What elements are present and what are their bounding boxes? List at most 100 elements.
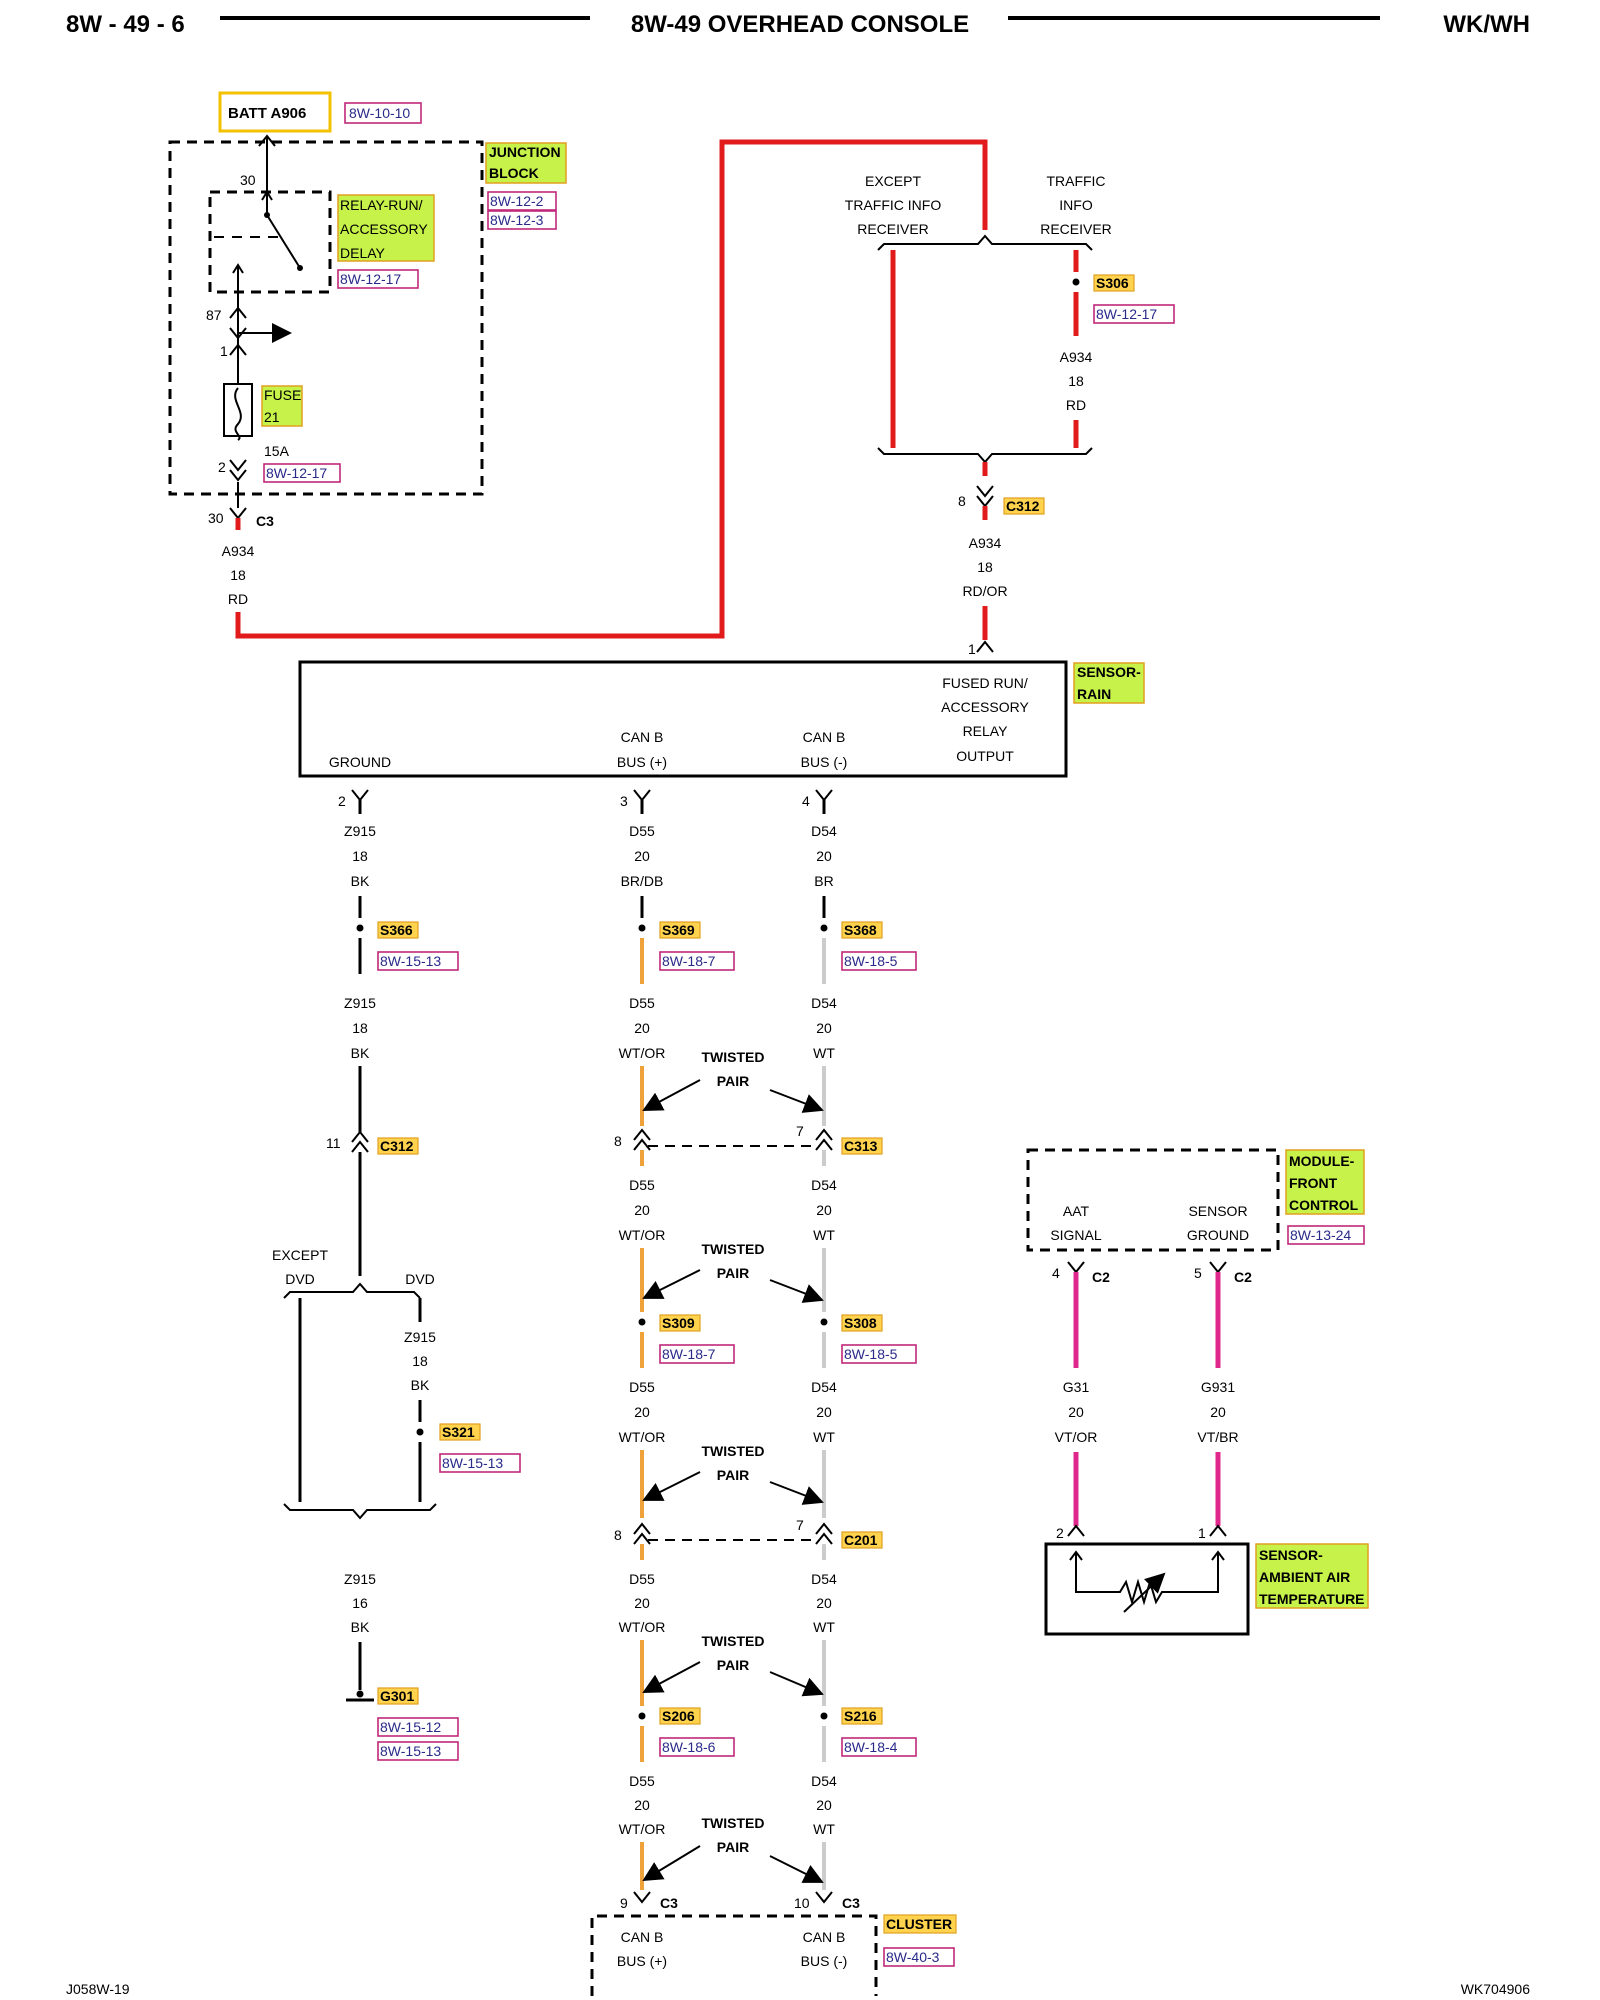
cluster-minus-conn: C3	[842, 1895, 860, 1911]
s306-ref[interactable]: 8W-12-17	[1096, 306, 1157, 322]
c312-ground-connector-b	[351, 1140, 369, 1153]
c313-pin-plus: 8	[614, 1133, 622, 1149]
twisted-arrow-right-d	[769, 1671, 824, 1697]
pin-87-label: 87	[206, 307, 222, 323]
cluster-ref-box	[883, 1947, 955, 1967]
twisted-pair-label-e2: PAIR	[717, 1839, 749, 1855]
c3-pin-label: 30	[208, 510, 224, 526]
pin-2-connector-b	[229, 469, 247, 482]
s368-label-box	[841, 921, 883, 939]
a934-wire-gauge: 18	[230, 567, 246, 583]
d54-wire-gauge-b: 20	[816, 1202, 832, 1218]
d55-wire-color-c: WT/OR	[619, 1429, 666, 1445]
c312-ground-label: C312	[380, 1138, 414, 1154]
cluster-canb-minus-1: CAN B	[803, 1929, 846, 1945]
s206-ref[interactable]: 8W-18-6	[662, 1739, 716, 1755]
c312-top-label-box	[1003, 497, 1045, 515]
c201-minus-connector-b	[815, 1532, 833, 1545]
relay-contact	[297, 265, 303, 271]
module-front-control-outline	[1026, 1148, 1280, 1252]
s369-ref[interactable]: 8W-18-7	[662, 953, 716, 969]
z915-wire-color-3: BK	[411, 1377, 430, 1393]
traffic-wire-id: A934	[1060, 349, 1093, 365]
s321-ref[interactable]: 8W-15-13	[442, 1455, 503, 1471]
d55-wire-gauge-b: 20	[634, 1202, 650, 1218]
s306-label: S306	[1096, 275, 1129, 291]
fuse-rating: 15A	[264, 443, 290, 459]
s369-label: S369	[662, 922, 695, 938]
twisted-arrow-right-b	[769, 1279, 824, 1303]
twisted-pair-label-e1: TWISTED	[702, 1815, 765, 1831]
d55-wire-color-d: WT/OR	[619, 1619, 666, 1635]
sensor-ground-2: GROUND	[1187, 1227, 1249, 1243]
sensor-rain-canb-minus-2: BUS (-)	[801, 754, 848, 770]
s369-splice-dot	[638, 924, 646, 932]
sensor-rain-pin-1-connector	[976, 640, 994, 653]
g31-wire-gauge: 20	[1068, 1404, 1084, 1420]
d54-wire-id: D54	[811, 995, 837, 1011]
d55-wire-color-e: WT/OR	[619, 1821, 666, 1837]
d54-wire-color-b: WT	[813, 1227, 835, 1243]
module-front-label-1: MODULE-	[1289, 1153, 1355, 1169]
relay-pivot	[264, 212, 270, 218]
z915-wire-id-2: Z915	[344, 995, 376, 1011]
canb-minus-pin-connector	[815, 789, 833, 802]
sensor-rain-ground: GROUND	[329, 754, 391, 770]
cluster-pin-minus: 10	[794, 1895, 810, 1911]
s216-splice-dot	[820, 1712, 828, 1720]
s216-ref[interactable]: 8W-18-4	[844, 1739, 898, 1755]
g301-label-box	[377, 1687, 419, 1705]
fuse-ref[interactable]: 8W-12-17	[266, 465, 327, 481]
d55-wire-gauge-e: 20	[634, 1797, 650, 1813]
twisted-pair-label-b1: TWISTED	[702, 1241, 765, 1257]
pin-87-connector-b	[229, 327, 247, 340]
sensor-rain-canb-minus-1: CAN B	[803, 729, 846, 745]
d55-wire-gauge-top: 20	[634, 848, 650, 864]
cluster-plus-conn: C3	[660, 1895, 678, 1911]
s366-ref[interactable]: 8W-15-13	[380, 953, 441, 969]
g301-ref-2[interactable]: 8W-15-13	[380, 1743, 441, 1759]
fuse-label-1: FUSE	[264, 387, 301, 403]
relay-label-box	[337, 194, 435, 262]
twisted-pair-label-d2: PAIR	[717, 1657, 749, 1673]
junction-ref-2[interactable]: 8W-12-3	[490, 212, 544, 228]
s368-ref[interactable]: 8W-18-5	[844, 953, 898, 969]
pin-87-connector	[229, 306, 247, 319]
except-dvd-label-2: DVD	[285, 1271, 315, 1287]
c201-pin-plus: 8	[614, 1527, 622, 1543]
cluster-minus-connector	[815, 1891, 833, 1904]
g301-ref-1[interactable]: 8W-15-12	[380, 1719, 441, 1735]
traffic-label-1: TRAFFIC	[1046, 173, 1105, 189]
s369-ref-box	[659, 951, 735, 971]
s309-ref[interactable]: 8W-18-7	[662, 1346, 716, 1362]
ambient-sg-terminal	[1211, 1550, 1225, 1561]
cluster-label: CLUSTER	[886, 1916, 952, 1932]
junction-ref-1[interactable]: 8W-12-2	[490, 193, 544, 209]
s308-ref[interactable]: 8W-18-5	[844, 1346, 898, 1362]
canb-plus-pin-3: 3	[620, 793, 628, 809]
twisted-pair-label-d1: TWISTED	[702, 1633, 765, 1649]
ambient-sensor-label-3: TEMPERATURE	[1259, 1591, 1365, 1607]
rd-or-wire-color: RD/OR	[962, 583, 1007, 599]
relay-ref[interactable]: 8W-12-17	[340, 271, 401, 287]
d54-wire-color-e: WT	[813, 1821, 835, 1837]
batt-ref[interactable]: 8W-10-10	[349, 105, 410, 121]
except-traffic-label-1: EXCEPT	[865, 173, 921, 189]
d55-wire-id-c: D55	[629, 1379, 655, 1395]
s321-ref-box	[439, 1453, 521, 1473]
c312-top-label: C312	[1006, 498, 1040, 514]
module-front-ref[interactable]: 8W-13-24	[1290, 1227, 1351, 1243]
g931-wire-color: VT/BR	[1197, 1429, 1238, 1445]
twisted-arrow-left-e	[642, 1845, 701, 1882]
g301-label: G301	[380, 1688, 414, 1704]
s309-splice-dot	[638, 1318, 646, 1326]
module-front-ref-box	[1287, 1225, 1365, 1245]
d55-wire-id-top: D55	[629, 823, 655, 839]
d54-wire-id-b: D54	[811, 1177, 837, 1193]
cluster-ref[interactable]: 8W-40-3	[886, 1949, 940, 1965]
sensor-rain-label-2: RAIN	[1077, 686, 1111, 702]
pin-1-connector	[229, 343, 247, 356]
pin-2-label: 2	[218, 459, 226, 475]
d55-wire-gauge-d: 20	[634, 1595, 650, 1611]
s366-ref-box	[377, 951, 459, 971]
